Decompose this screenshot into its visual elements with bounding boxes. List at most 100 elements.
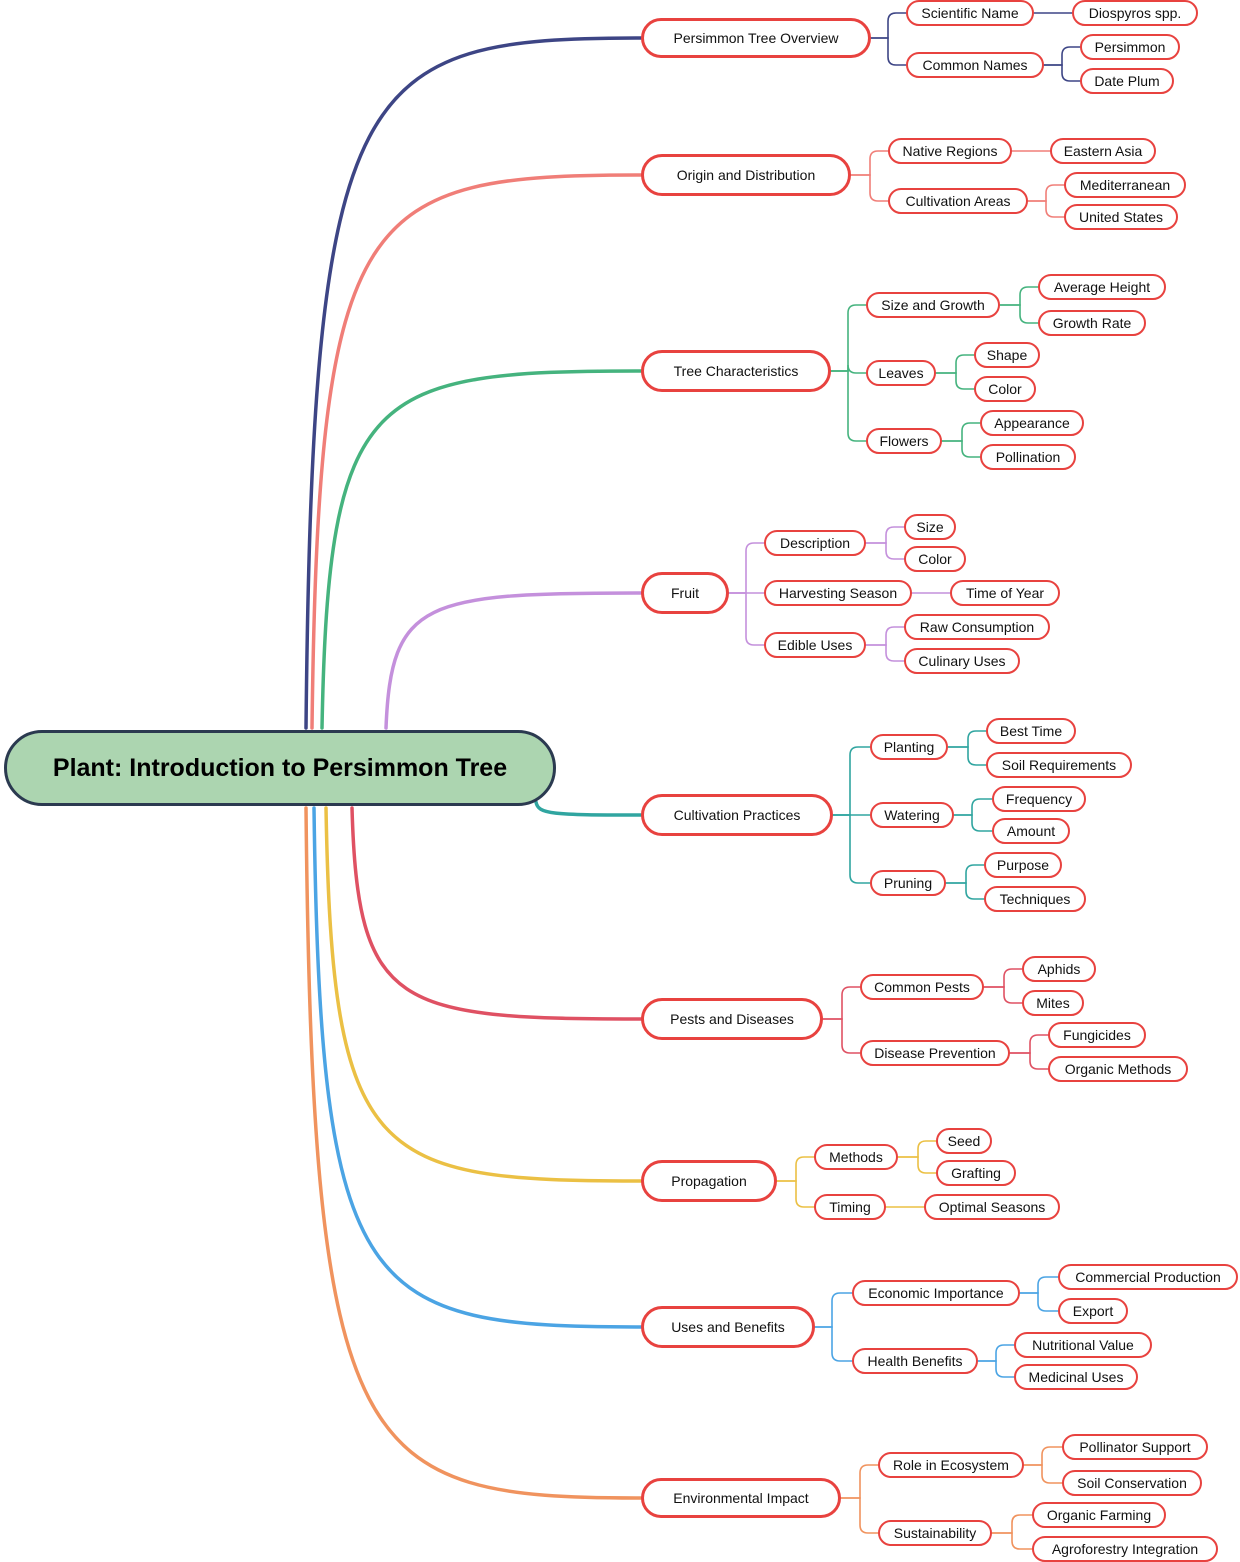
leaf-growth-rate[interactable]: Growth Rate	[1038, 310, 1146, 336]
leaf-purpose[interactable]: Purpose	[984, 852, 1062, 878]
subtopic-harvesting-season[interactable]: Harvesting Season	[764, 580, 912, 606]
leaf-soil-requirements[interactable]: Soil Requirements	[986, 752, 1132, 778]
leaf-fungicides[interactable]: Fungicides	[1048, 1022, 1146, 1048]
leaf-raw-consumption[interactable]: Raw Consumption	[904, 614, 1050, 640]
subtopic-native-regions[interactable]: Native Regions	[888, 138, 1012, 164]
subtopic-methods[interactable]: Methods	[814, 1144, 898, 1170]
subtopic-role-in-ecosystem[interactable]: Role in Ecosystem	[878, 1452, 1024, 1478]
leaf-organic-methods[interactable]: Organic Methods	[1048, 1056, 1188, 1082]
subtopic-leaves[interactable]: Leaves	[866, 360, 936, 386]
leaf-size[interactable]: Size	[904, 514, 956, 540]
leaf-shape[interactable]: Shape	[974, 342, 1040, 368]
leaf-techniques[interactable]: Techniques	[984, 886, 1086, 912]
sub-connector-common-names	[870, 37, 907, 66]
leaf-connector-best-time	[947, 730, 987, 748]
leaf-connector-soil-requirements	[947, 746, 987, 766]
leaf-medicinal-uses[interactable]: Medicinal Uses	[1014, 1364, 1138, 1390]
branch-origin-and-distribution[interactable]: Origin and Distribution	[641, 154, 851, 196]
subtopic-description[interactable]: Description	[764, 530, 866, 556]
subtopic-planting[interactable]: Planting	[870, 734, 948, 760]
subtopic-flowers[interactable]: Flowers	[866, 428, 942, 454]
subtopic-disease-prevention[interactable]: Disease Prevention	[860, 1040, 1010, 1066]
branch-connector-uses-and-benefits	[312, 806, 643, 1329]
subtopic-edible-uses[interactable]: Edible Uses	[764, 632, 866, 658]
leaf-soil-conservation[interactable]: Soil Conservation	[1062, 1470, 1202, 1496]
leaf-diospyros-spp[interactable]: Diospyros spp.	[1072, 0, 1198, 26]
branch-fruit[interactable]: Fruit	[641, 572, 729, 614]
sub-connector-common-pests	[822, 986, 861, 1020]
leaf-optimal-seasons[interactable]: Optimal Seasons	[924, 1194, 1060, 1220]
leaf-amount[interactable]: Amount	[992, 818, 1070, 844]
root-topic[interactable]: Plant: Introduction to Persimmon Tree	[4, 730, 556, 806]
branch-uses-and-benefits[interactable]: Uses and Benefits	[641, 1306, 815, 1348]
leaf-connector-united-states	[1027, 200, 1065, 218]
leaf-connector-techniques	[945, 882, 985, 900]
leaf-nutritional-value[interactable]: Nutritional Value	[1014, 1332, 1152, 1358]
leaf-seed[interactable]: Seed	[936, 1128, 992, 1154]
branch-connector-pests-and-diseases	[350, 806, 643, 1021]
subtopic-health-benefits[interactable]: Health Benefits	[852, 1348, 978, 1374]
sub-connector-scientific-name	[870, 12, 907, 39]
leaf-connector-organic-farming	[991, 1514, 1033, 1534]
sub-connector-flowers	[830, 370, 867, 442]
branch-environmental-impact[interactable]: Environmental Impact	[641, 1478, 841, 1518]
subtopic-cultivation-areas[interactable]: Cultivation Areas	[888, 188, 1028, 214]
leaf-mediterranean[interactable]: Mediterranean	[1064, 172, 1186, 198]
subtopic-watering[interactable]: Watering	[870, 802, 954, 828]
leaf-export[interactable]: Export	[1058, 1298, 1128, 1324]
leaf-connector-date-plum	[1043, 64, 1081, 82]
leaf-connector-growth-rate	[999, 304, 1039, 324]
leaf-connector-organic-methods	[1009, 1052, 1049, 1070]
sub-connector-edible-uses	[728, 592, 765, 646]
leaf-aphids[interactable]: Aphids	[1022, 956, 1096, 982]
leaf-color[interactable]: Color	[904, 546, 966, 572]
leaf-agroforestry-integration[interactable]: Agroforestry Integration	[1032, 1536, 1218, 1562]
branch-propagation[interactable]: Propagation	[641, 1160, 777, 1202]
branch-tree-characteristics[interactable]: Tree Characteristics	[641, 350, 831, 392]
leaf-best-time[interactable]: Best Time	[986, 718, 1076, 744]
sub-connector-methods	[776, 1156, 815, 1182]
leaf-commercial-production[interactable]: Commercial Production	[1058, 1264, 1238, 1290]
leaf-connector-export	[1019, 1292, 1059, 1312]
leaf-date-plum[interactable]: Date Plum	[1080, 68, 1174, 94]
branch-pests-and-diseases[interactable]: Pests and Diseases	[641, 998, 823, 1040]
leaf-connector-mediterranean	[1027, 184, 1065, 202]
leaf-connector-amount	[953, 814, 993, 832]
sub-connector-planting	[832, 746, 871, 816]
subtopic-economic-importance[interactable]: Economic Importance	[852, 1280, 1020, 1306]
subtopic-timing[interactable]: Timing	[814, 1194, 886, 1220]
leaf-eastern-asia[interactable]: Eastern Asia	[1050, 138, 1156, 164]
leaf-appearance[interactable]: Appearance	[980, 410, 1084, 436]
subtopic-sustainability[interactable]: Sustainability	[878, 1520, 992, 1546]
sub-connector-leaves	[830, 364, 867, 374]
leaf-frequency[interactable]: Frequency	[992, 786, 1086, 812]
branch-connector-cultivation-practices	[534, 800, 643, 817]
subtopic-pruning[interactable]: Pruning	[870, 870, 946, 896]
leaf-organic-farming[interactable]: Organic Farming	[1032, 1502, 1166, 1528]
leaf-pollination[interactable]: Pollination	[980, 444, 1076, 470]
branch-cultivation-practices[interactable]: Cultivation Practices	[641, 794, 833, 836]
leaf-connector-grafting	[897, 1156, 937, 1174]
sub-connector-economic-importance	[814, 1292, 853, 1328]
leaf-mites[interactable]: Mites	[1022, 990, 1084, 1016]
branch-connector-persimmon-tree-overview	[304, 36, 643, 730]
leaf-grafting[interactable]: Grafting	[936, 1160, 1016, 1186]
leaf-united-states[interactable]: United States	[1064, 204, 1178, 230]
subtopic-common-names[interactable]: Common Names	[906, 52, 1044, 78]
leaf-connector-color	[935, 372, 975, 390]
sub-connector-role-in-ecosystem	[840, 1464, 879, 1499]
subtopic-size-and-growth[interactable]: Size and Growth	[866, 292, 1000, 318]
leaf-connector-shape	[935, 354, 975, 374]
sub-connector-health-benefits	[814, 1326, 853, 1362]
leaf-average-height[interactable]: Average Height	[1038, 274, 1166, 300]
branch-persimmon-tree-overview[interactable]: Persimmon Tree Overview	[641, 18, 871, 58]
leaf-color[interactable]: Color	[974, 376, 1036, 402]
leaf-culinary-uses[interactable]: Culinary Uses	[904, 648, 1020, 674]
sub-connector-cultivation-areas	[850, 174, 889, 202]
leaf-connector-fungicides	[1009, 1034, 1049, 1054]
subtopic-common-pests[interactable]: Common Pests	[860, 974, 984, 1000]
leaf-pollinator-support[interactable]: Pollinator Support	[1062, 1434, 1208, 1460]
subtopic-scientific-name[interactable]: Scientific Name	[906, 0, 1034, 26]
leaf-persimmon[interactable]: Persimmon	[1080, 34, 1180, 60]
leaf-time-of-year[interactable]: Time of Year	[950, 580, 1060, 606]
